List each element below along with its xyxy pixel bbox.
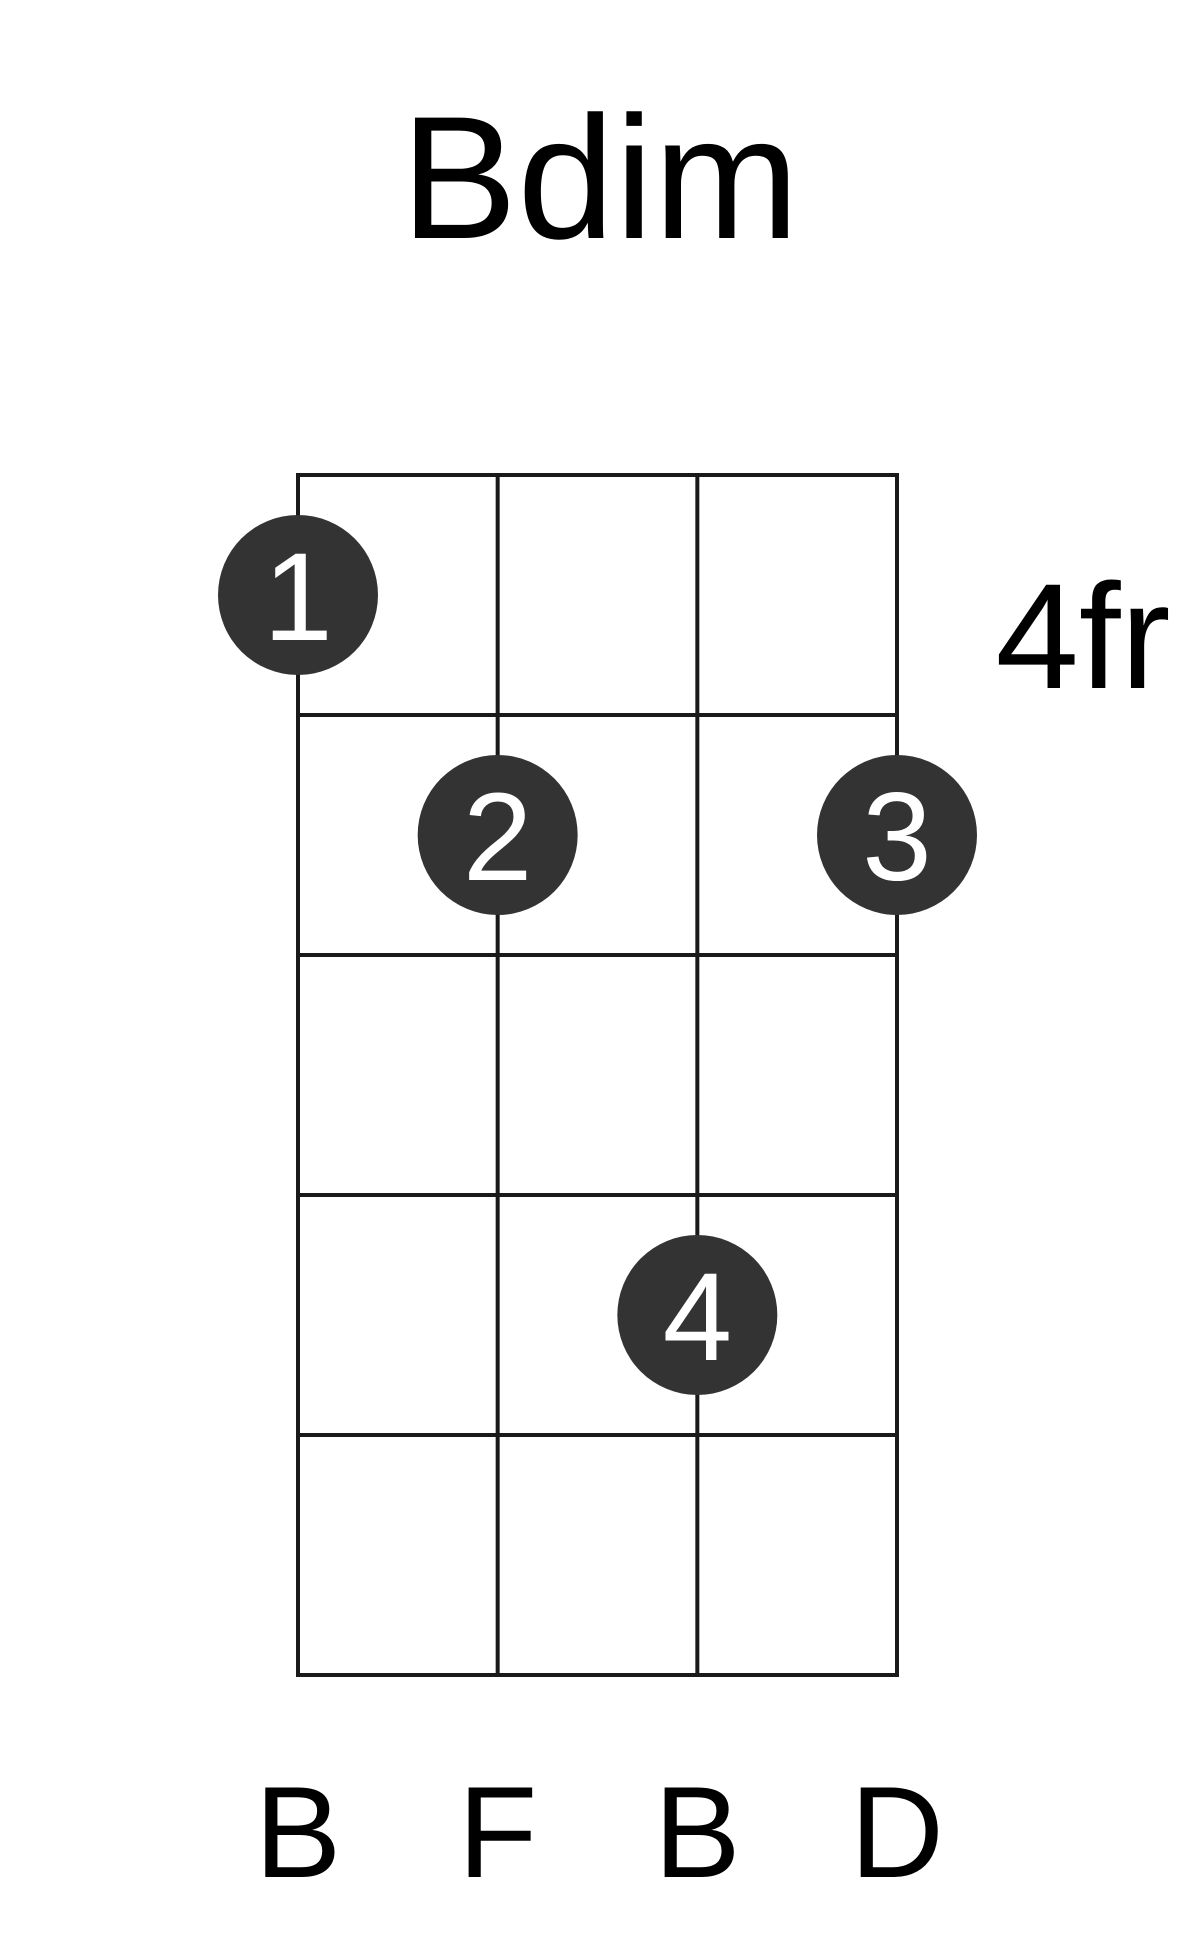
finger-dot-1: 1 (218, 515, 378, 675)
fretboard-grid (296, 473, 899, 1677)
base-fret-label: 4fr (995, 552, 1170, 720)
finger-number: 2 (463, 768, 533, 907)
finger-dot-2: 2 (417, 755, 578, 915)
finger-number: 3 (862, 768, 932, 907)
finger-number: 1 (263, 528, 333, 667)
string-note-1: B (255, 1759, 342, 1905)
string-note-3: B (654, 1759, 741, 1905)
finger-dots: 12 3 4 (218, 515, 977, 1395)
string-note-2: F (458, 1759, 537, 1905)
string-note-4: D (850, 1759, 944, 1905)
finger-dot-circle (617, 1235, 778, 1395)
finger-dot-4: 4 (617, 1235, 778, 1395)
finger-dot-circle (218, 515, 378, 675)
finger-number: 4 (663, 1248, 733, 1387)
finger-dot-circle (817, 755, 977, 915)
chord-title: Bdim (401, 81, 800, 276)
finger-dot-circle (417, 755, 578, 915)
finger-dot-3: 3 (817, 755, 977, 915)
